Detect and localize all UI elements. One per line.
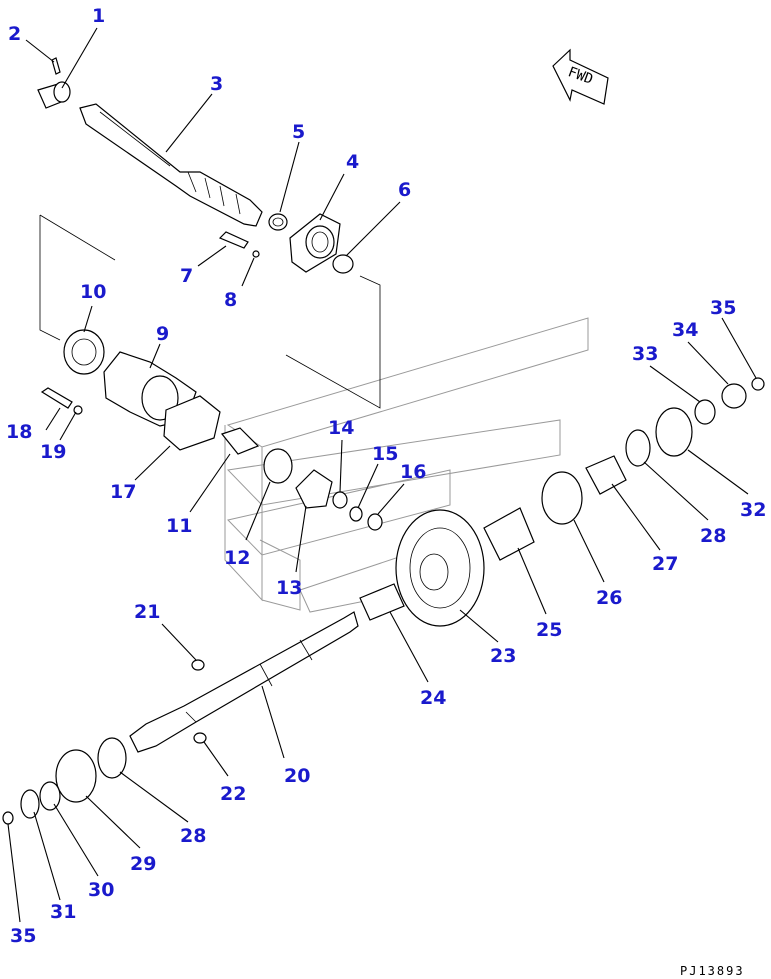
callout-22: 22 xyxy=(220,783,246,805)
callout-24: 24 xyxy=(420,687,446,709)
fwd-arrow: FWD xyxy=(552,48,609,105)
ring-gear-group xyxy=(359,377,765,627)
callout-7: 7 xyxy=(180,265,193,287)
callout-4: 4 xyxy=(346,151,359,173)
callout-1: 1 xyxy=(92,5,105,27)
callout-31: 31 xyxy=(50,901,76,923)
callout-30: 30 xyxy=(88,879,114,901)
callout-32: 32 xyxy=(740,499,766,521)
callout-18: 18 xyxy=(6,421,32,443)
callout-14: 14 xyxy=(328,417,354,439)
callout-11: 11 xyxy=(166,515,192,537)
callouts: 1 2 3 4 5 6 7 8 9 10 11 12 13 14 15 16 1… xyxy=(6,5,766,947)
callout-10: 10 xyxy=(80,281,106,303)
callout-15: 15 xyxy=(372,443,398,465)
callout-28-upper: 28 xyxy=(700,525,726,547)
drawing-reference: PJ13893 xyxy=(680,964,745,978)
callout-9: 9 xyxy=(156,323,169,345)
callout-26: 26 xyxy=(596,587,622,609)
callout-21: 21 xyxy=(134,601,160,623)
callout-35-lower: 35 xyxy=(10,925,36,947)
callout-27: 27 xyxy=(652,553,678,575)
callout-35-upper: 35 xyxy=(710,297,736,319)
callout-19: 19 xyxy=(40,441,66,463)
callout-23: 23 xyxy=(490,645,516,667)
callout-3: 3 xyxy=(210,73,223,95)
callout-17: 17 xyxy=(110,481,136,503)
callout-2: 2 xyxy=(8,23,21,45)
callout-8: 8 xyxy=(224,289,237,311)
callout-28-lower: 28 xyxy=(180,825,206,847)
input-shaft-group xyxy=(37,57,381,409)
callout-20: 20 xyxy=(284,765,310,787)
cross-shaft-group xyxy=(2,611,359,825)
callout-6: 6 xyxy=(398,179,411,201)
callout-25: 25 xyxy=(536,619,562,641)
callout-29: 29 xyxy=(130,853,156,875)
housing-group xyxy=(40,329,221,451)
callout-13: 13 xyxy=(276,577,302,599)
callout-5: 5 xyxy=(292,121,305,143)
pinion-group xyxy=(220,427,383,531)
callout-33: 33 xyxy=(632,343,658,365)
callout-34: 34 xyxy=(672,319,698,341)
leader-lines xyxy=(7,27,757,923)
callout-12: 12 xyxy=(224,547,250,569)
callout-16: 16 xyxy=(400,461,426,483)
